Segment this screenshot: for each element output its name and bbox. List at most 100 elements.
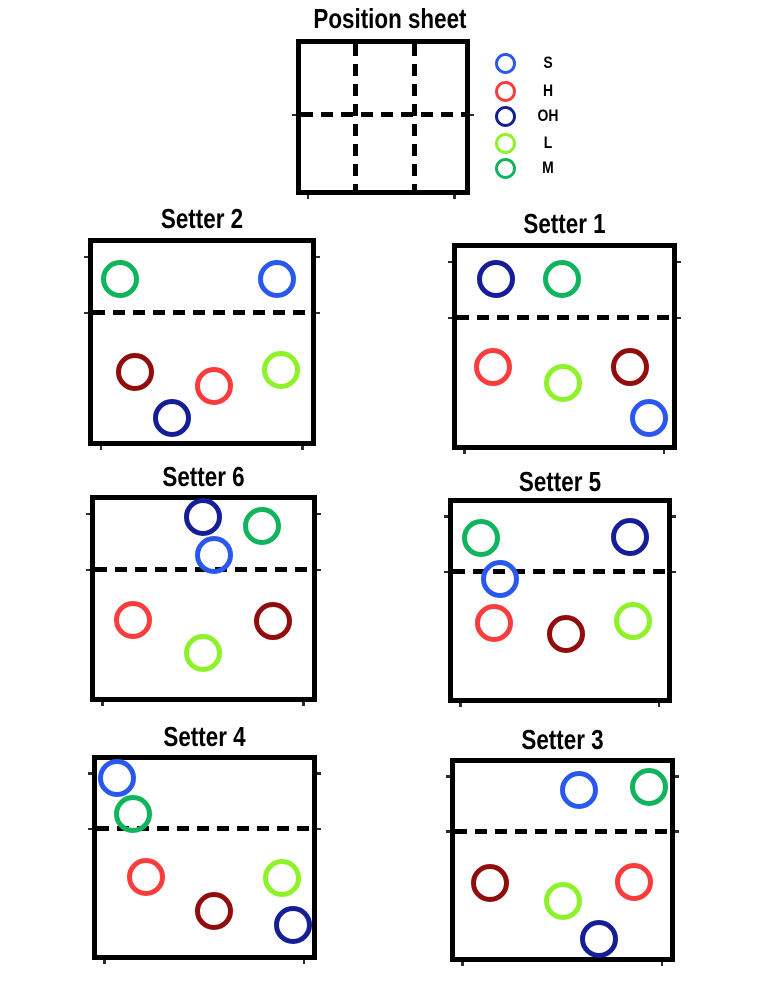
player-circle-chartreuse — [543, 882, 582, 921]
player-circle-blue — [480, 559, 519, 598]
axis-tick — [316, 311, 320, 315]
legend-label-oh: OH — [537, 106, 559, 125]
legend-circle-m — [494, 157, 516, 179]
axis-tick — [448, 260, 452, 263]
player-circle-chartreuse — [543, 363, 582, 402]
legend-circle-s — [494, 52, 516, 74]
axis-tick — [446, 775, 450, 778]
axis-tick — [84, 255, 88, 258]
player-circle-green — [629, 767, 668, 806]
axis-tick — [292, 113, 296, 117]
axis-tick — [301, 446, 304, 450]
legend-label-m: M — [542, 158, 554, 177]
player-circle-dark_red — [253, 602, 292, 641]
player-circle-green — [100, 259, 139, 298]
position-sheet-court — [292, 39, 474, 199]
court-setter-6 — [86, 495, 321, 706]
axis-tick — [672, 515, 676, 518]
court-net-line — [301, 112, 465, 118]
court-net-line — [455, 828, 670, 834]
player-circle-navy — [477, 260, 516, 299]
player-circle-dark_red — [547, 614, 586, 653]
axis-tick — [677, 316, 681, 319]
axis-tick — [657, 703, 660, 707]
player-circle-red — [127, 858, 165, 897]
player-circle-blue — [630, 398, 669, 437]
player-circle-blue — [559, 771, 598, 810]
axis-tick — [448, 316, 452, 319]
player-circle-navy — [273, 906, 312, 945]
player-circle-chartreuse — [184, 633, 223, 672]
player-circle-green — [461, 518, 500, 557]
axis-tick — [461, 962, 464, 966]
court-title-setter-1: Setter 1 — [523, 208, 606, 239]
player-circle-dark_red — [115, 352, 154, 391]
player-circle-blue — [97, 758, 136, 797]
axis-tick — [463, 450, 466, 454]
player-circle-chartreuse — [614, 602, 653, 640]
axis-tick — [317, 827, 321, 830]
player-circle-blue — [194, 536, 233, 575]
court-setter-1 — [448, 243, 681, 454]
axis-tick — [675, 775, 679, 778]
axis-tick — [677, 260, 681, 263]
player-circle-chartreuse — [262, 859, 301, 898]
axis-tick — [316, 255, 320, 258]
axis-tick — [101, 702, 104, 706]
player-circle-dark_red — [610, 347, 649, 386]
axis-tick — [317, 772, 321, 775]
player-circle-navy — [184, 497, 223, 536]
legend-label-s: S — [543, 53, 553, 72]
player-circle-green — [543, 260, 582, 299]
axis-tick — [84, 311, 88, 315]
court-title-setter-4: Setter 4 — [163, 721, 246, 752]
player-circle-red — [113, 601, 152, 640]
axis-tick — [317, 512, 321, 515]
axis-tick — [444, 515, 448, 518]
legend-circle-h — [494, 80, 516, 102]
axis-tick — [459, 703, 462, 707]
axis-tick — [662, 450, 665, 454]
court-setter-2 — [84, 238, 320, 450]
player-circle-red — [615, 863, 654, 902]
player-circle-navy — [152, 398, 191, 437]
player-circle-dark_red — [194, 891, 233, 930]
axis-tick — [317, 568, 321, 571]
player-circle-chartreuse — [261, 351, 300, 390]
player-circle-red — [474, 603, 513, 642]
player-circle-navy — [611, 517, 650, 556]
axis-tick — [470, 113, 474, 117]
axis-tick — [444, 570, 448, 573]
axis-tick — [672, 570, 676, 573]
axis-tick — [453, 195, 456, 199]
court-setter-3 — [446, 758, 679, 966]
court-net-line — [457, 315, 672, 321]
axis-tick — [446, 830, 450, 833]
court-title-setter-3: Setter 3 — [521, 724, 604, 755]
player-circle-green — [113, 794, 152, 833]
legend-circle-oh — [494, 105, 516, 127]
legend-circle-l — [494, 132, 516, 154]
player-circle-red — [195, 367, 234, 406]
position-sheet-title: Position sheet — [313, 3, 467, 34]
axis-tick — [660, 962, 663, 966]
court-title-setter-5: Setter 5 — [518, 466, 602, 497]
court-net-line — [97, 826, 312, 832]
axis-tick — [86, 512, 90, 515]
axis-tick — [88, 772, 92, 775]
court-net-line — [453, 569, 667, 575]
court-title-setter-2: Setter 2 — [160, 203, 244, 234]
player-circle-dark_red — [471, 864, 510, 903]
axis-tick — [103, 960, 106, 964]
legend-label-l: L — [543, 133, 553, 152]
player-circle-green — [243, 507, 282, 546]
axis-tick — [675, 830, 679, 833]
axis-tick — [302, 702, 305, 706]
player-circle-navy — [579, 919, 618, 958]
axis-tick — [302, 960, 305, 964]
court-title-setter-6: Setter 6 — [162, 461, 245, 492]
court-setter-5 — [444, 498, 676, 707]
axis-tick — [99, 446, 102, 450]
player-circle-red — [473, 347, 512, 386]
